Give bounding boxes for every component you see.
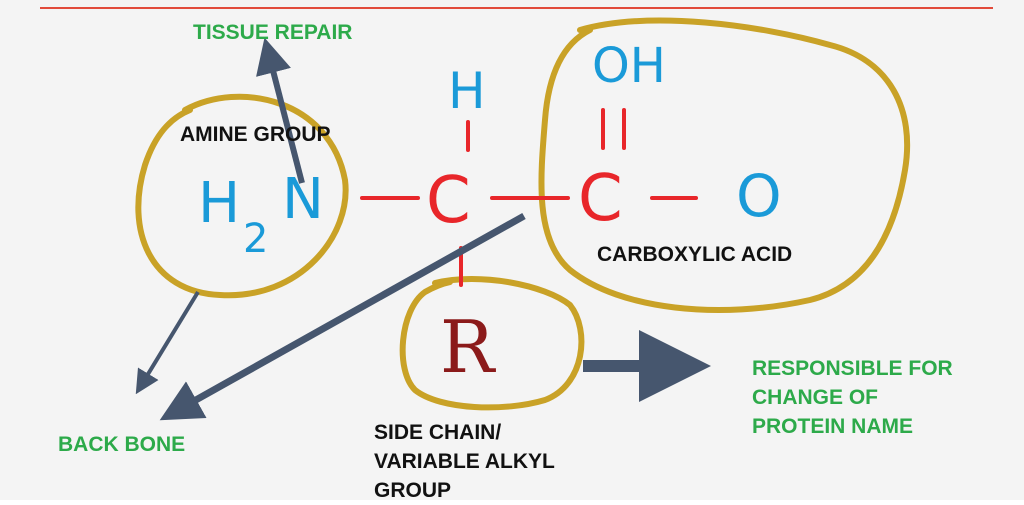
carbonyl-carbon: C	[578, 162, 623, 236]
amine-group-label: AMINE GROUP	[180, 123, 331, 146]
alpha-h-atom: H	[448, 62, 486, 120]
responsible-line-2: CHANGE OF	[752, 386, 878, 409]
side-chain-label: SIDE CHAIN/ VARIABLE ALKYL GROUP	[374, 418, 555, 505]
tissue-repair-label: TISSUE REPAIR	[193, 21, 353, 44]
amine-subscript: 2	[243, 216, 268, 262]
hydroxyl-group: OH	[592, 38, 666, 94]
arrow-amine-to-tissue-repair	[256, 37, 305, 184]
side-chain-line-2: VARIABLE ALKYL	[374, 450, 555, 473]
oxygen-atom: O	[736, 162, 782, 230]
side-group-r: R	[440, 305, 496, 389]
arrow-amine-to-backbone	[135, 290, 200, 395]
amine-h-atom: H	[198, 171, 240, 236]
responsible-line-1: RESPONSIBLE FOR	[752, 357, 953, 380]
side-chain-line-3: GROUP	[374, 479, 452, 502]
carboxylic-acid-circle	[538, 17, 911, 313]
arrow-carbon-to-backbone	[159, 212, 526, 421]
responsible-label: RESPONSIBLE FOR CHANGE OF PROTEIN NAME	[752, 354, 953, 441]
side-chain-line-1: SIDE CHAIN/	[374, 421, 502, 444]
alpha-carbon: C	[426, 164, 471, 238]
carboxylic-acid-label: CARBOXYLIC ACID	[597, 243, 793, 266]
amine-group-circle	[135, 93, 349, 299]
responsible-line-3: PROTEIN NAME	[752, 415, 914, 438]
back-bone-label: BACK BONE	[58, 433, 186, 456]
side-chain-circle	[399, 276, 585, 411]
